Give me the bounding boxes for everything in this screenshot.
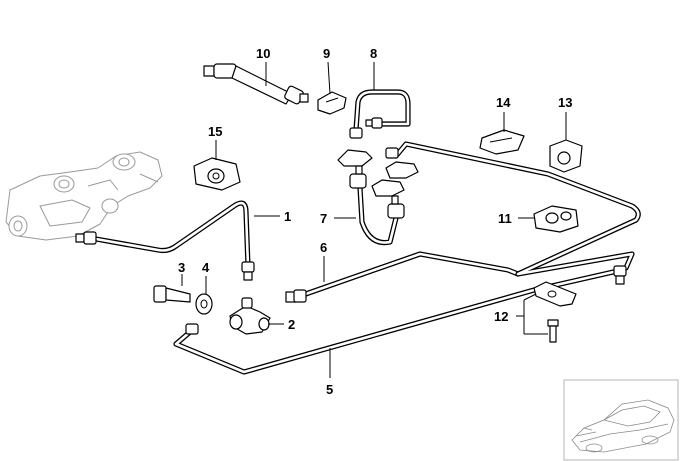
callout-6: 6	[320, 240, 327, 255]
brake-pipe-part-1[interactable]	[75, 200, 255, 281]
vehicle-thumbnail-icon	[563, 379, 679, 461]
callout-9: 9	[323, 46, 330, 61]
callout-15: 15	[208, 124, 222, 139]
brake-hose-part-7[interactable]	[349, 165, 405, 246]
t-connector-part-2[interactable]	[229, 297, 271, 335]
brake-pipe-part-8[interactable]	[349, 89, 411, 139]
pipe-clip-brackets[interactable]	[337, 149, 419, 197]
callout-4: 4	[202, 260, 210, 275]
callout-10: 10	[256, 46, 270, 61]
brake-pipe-part-6[interactable]	[285, 251, 521, 303]
bracket-bolt-part-12[interactable]	[533, 281, 577, 343]
master-cylinder-icon	[5, 151, 163, 241]
callout-11: 11	[498, 211, 512, 226]
callout-7: 7	[320, 211, 327, 226]
pipe-holder-part-15[interactable]	[193, 157, 241, 191]
bolt-part-3[interactable]	[153, 285, 191, 303]
holder-part-13[interactable]	[549, 139, 583, 173]
callout-13: 13	[558, 95, 572, 110]
pipe-holder-part-11[interactable]	[533, 205, 579, 233]
brake-pipe-part-5[interactable]	[173, 267, 625, 375]
callout-2: 2	[288, 317, 295, 332]
brake-hose-fitting-part-10[interactable]	[203, 63, 309, 105]
bracket-part-14[interactable]	[479, 129, 525, 155]
callout-5: 5	[326, 382, 333, 397]
leader-lines	[181, 61, 567, 378]
clip-part-9[interactable]	[317, 91, 347, 115]
callout-14: 14	[496, 95, 511, 110]
callout-1: 1	[284, 209, 291, 224]
callout-3: 3	[178, 260, 185, 275]
washer-part-4[interactable]	[195, 293, 213, 315]
brake-pipe-upper-right[interactable]	[385, 141, 641, 285]
callout-8: 8	[370, 46, 377, 61]
callout-12: 12	[494, 309, 508, 324]
